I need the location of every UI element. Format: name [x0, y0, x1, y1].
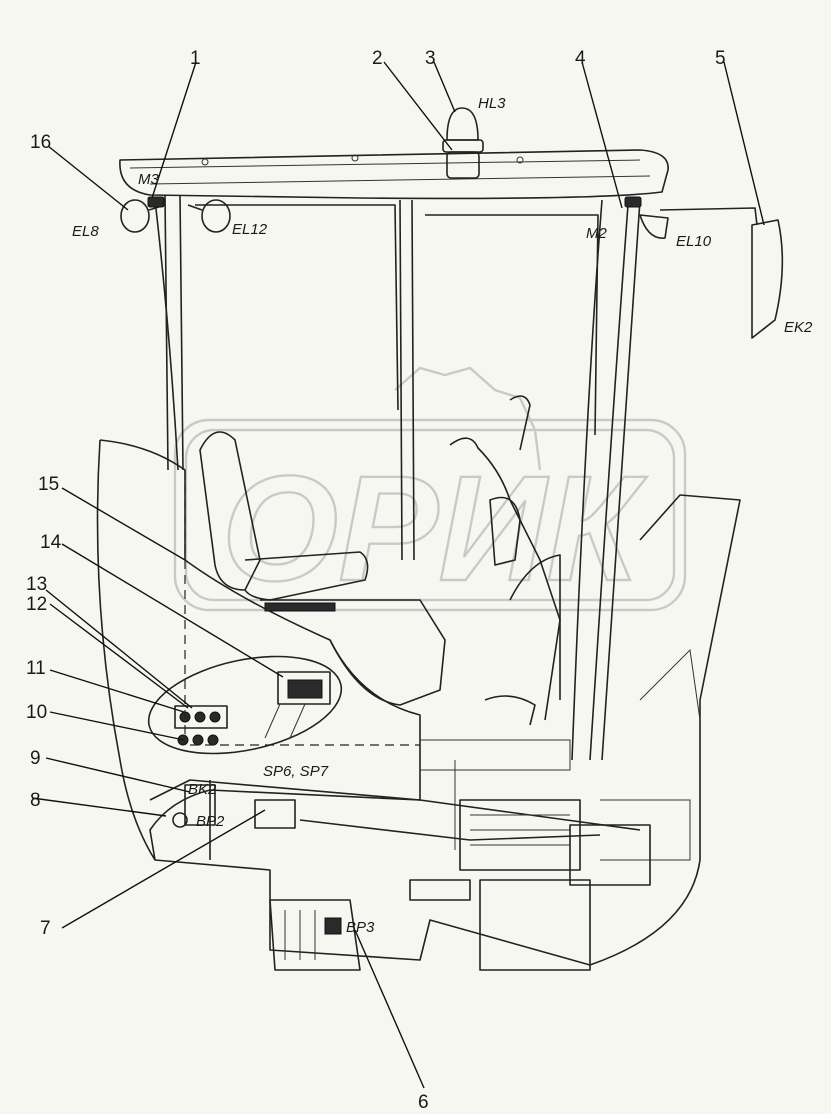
label-el12: EL12 — [232, 221, 268, 238]
label-m2: M2 — [586, 225, 607, 242]
steering-column — [449, 395, 561, 726]
detail-ellipse — [147, 655, 343, 755]
beacon-lamp — [442, 107, 484, 179]
wiper-motor-M2 — [624, 196, 642, 208]
mirror-EK2 — [659, 207, 784, 339]
rear-lamp-EL10 — [639, 214, 669, 239]
callout-11: 11 — [26, 658, 46, 679]
cab-frame — [154, 194, 641, 761]
callout-8: 8 — [30, 790, 41, 811]
callout-14: 14 — [40, 532, 62, 553]
watermark-logo: ОРИК — [173, 366, 687, 613]
label-bp3: BP3 — [346, 919, 375, 936]
callout-15: 15 — [38, 474, 59, 495]
callout-1: 1 — [190, 48, 201, 69]
chassis-lower — [149, 779, 651, 971]
callout-16: 16 — [30, 132, 51, 153]
label-el10: EL10 — [676, 233, 712, 250]
callout-2: 2 — [372, 48, 383, 69]
label-hl3: HL3 — [478, 95, 506, 112]
wiper-motor-M3 — [147, 196, 165, 208]
cab-roof — [119, 149, 669, 200]
callout-10: 10 — [26, 702, 47, 723]
label-bp2: BP2 — [196, 813, 225, 830]
label-bk2: BK2 — [188, 781, 217, 798]
callout-3: 3 — [425, 48, 436, 69]
watermark-text: ОРИК — [222, 444, 648, 612]
callout-9: 9 — [30, 748, 41, 769]
callout-5: 5 — [715, 48, 726, 69]
label-ek2: EK2 — [784, 319, 813, 336]
operator-seat — [199, 431, 446, 706]
callout-13: 13 — [26, 574, 47, 595]
callout-4: 4 — [575, 48, 586, 69]
callout-6: 6 — [418, 1092, 429, 1113]
front-lamp-EL12 — [187, 199, 231, 233]
label-el8: EL8 — [72, 223, 99, 240]
callout-12: 12 — [26, 594, 47, 615]
callout-7: 7 — [40, 918, 51, 939]
leader-lines — [31, 61, 765, 1089]
label-sp6-sp7: SP6, SP7 — [263, 763, 329, 780]
label-m3: M3 — [138, 171, 159, 188]
